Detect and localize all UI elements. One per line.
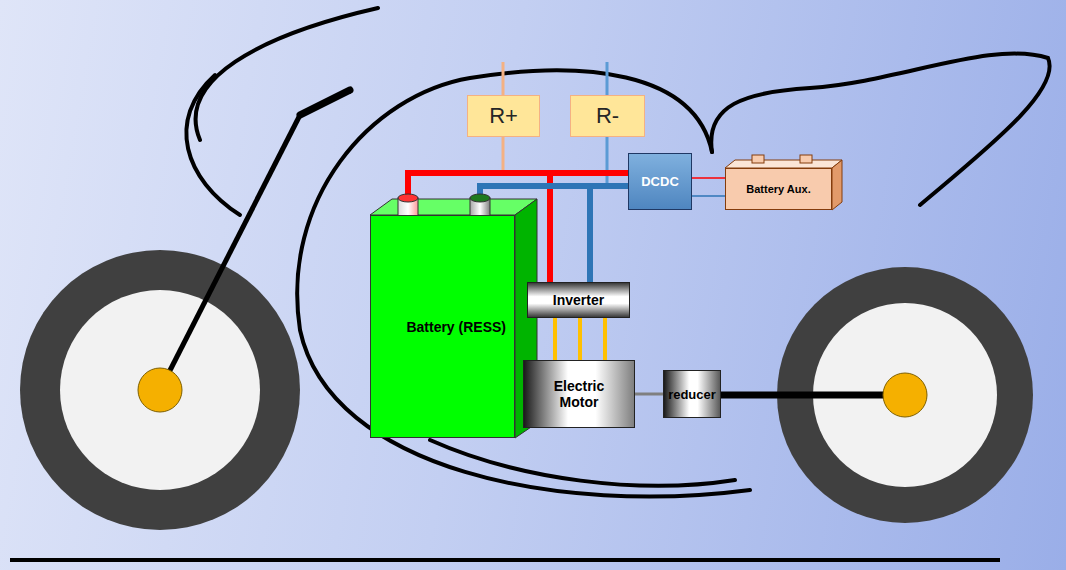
node-label: reducer — [668, 387, 716, 402]
aux-terminal — [752, 155, 764, 163]
sense-wire — [606, 62, 609, 95]
battery-box: Battery (RESS) — [370, 215, 515, 438]
drive-shaft — [718, 392, 905, 399]
aux-battery-side — [832, 160, 842, 210]
node-label: Battery (RESS) — [406, 319, 506, 335]
converter-box: DCDC — [628, 153, 692, 210]
rear-hub — [883, 373, 927, 417]
wire — [553, 318, 557, 360]
node-label: R+ — [489, 103, 518, 129]
wire — [635, 393, 663, 396]
front-rim — [60, 290, 260, 490]
node-label: R- — [596, 103, 619, 129]
battery-top-face — [370, 199, 537, 215]
body-outline — [186, 8, 1049, 497]
node-label: DCDC — [641, 174, 679, 189]
front-fork — [160, 115, 300, 390]
wire — [578, 318, 582, 360]
sense-wire — [502, 62, 505, 95]
reducer-box: reducer — [663, 370, 721, 418]
handlebar — [300, 90, 350, 115]
aux-terminal — [800, 155, 812, 163]
front-tyre — [20, 250, 300, 530]
node-label: Battery Aux. — [746, 183, 810, 195]
node-label: Inverter — [553, 292, 604, 308]
ground-line — [10, 558, 1000, 562]
wire — [408, 173, 628, 215]
wire — [603, 318, 607, 360]
wire — [480, 186, 628, 215]
contactor-box: R- — [570, 95, 645, 137]
inverter-box: Inverter — [527, 282, 630, 318]
aux-battery-top — [725, 160, 842, 168]
front-hub — [138, 368, 182, 412]
contactor-box: R+ — [467, 95, 540, 137]
wire — [692, 177, 725, 179]
motor-box: Electric Motor — [523, 360, 635, 428]
wire — [692, 195, 725, 197]
node-label: Electric Motor — [537, 378, 621, 410]
aux-battery-box: Battery Aux. — [725, 168, 832, 210]
